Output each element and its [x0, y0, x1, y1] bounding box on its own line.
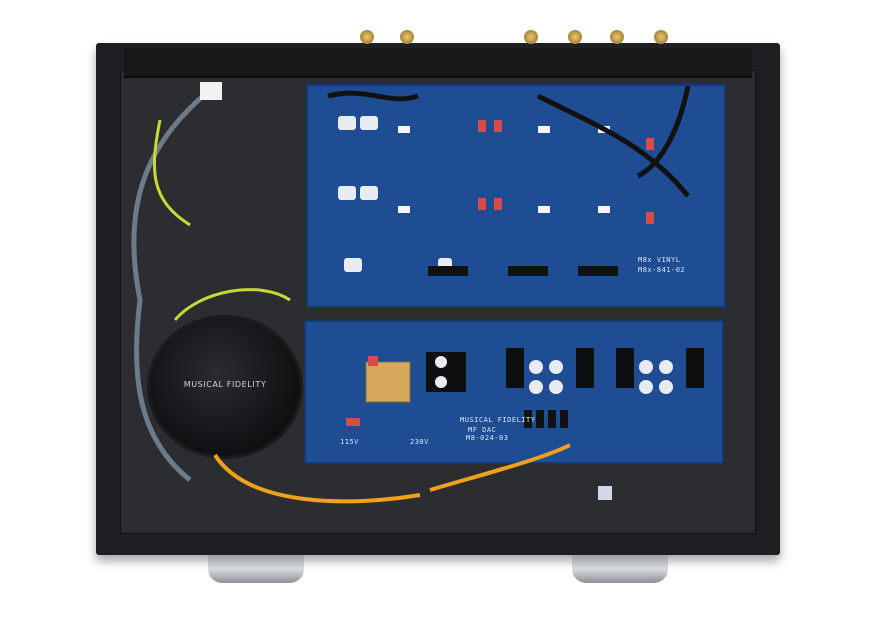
foot-right: [572, 555, 668, 583]
board-label: M8x VINYL: [638, 256, 681, 264]
rca-jack: [400, 30, 414, 44]
rear-panel: [124, 48, 752, 78]
rca-jack: [610, 30, 624, 44]
transformer-brand-label: MUSICAL FIDELITY: [183, 380, 267, 389]
rca-jack: [360, 30, 374, 44]
board-label: MF DAC: [468, 426, 497, 434]
power-inlet: [200, 82, 222, 100]
voltage-label: 115V: [340, 438, 359, 446]
rca-jack: [568, 30, 582, 44]
phono-board: M8x VINYL M8x-841-02: [306, 84, 726, 308]
dac-board-components: [346, 348, 704, 428]
board-label: M8-024-03: [466, 434, 509, 442]
toroidal-transformer: [150, 318, 300, 456]
voltage-label: 230V: [410, 438, 429, 446]
board-label: MUSICAL FIDELITY: [460, 416, 536, 424]
rca-jack: [654, 30, 668, 44]
dac-board: MUSICAL FIDELITY MF DAC M8-024-03 115V 2…: [304, 320, 724, 464]
foot-left: [208, 555, 304, 583]
board-label: M8x-841-02: [638, 266, 686, 274]
phono-board-components: [327, 86, 691, 276]
rca-jack: [524, 30, 538, 44]
